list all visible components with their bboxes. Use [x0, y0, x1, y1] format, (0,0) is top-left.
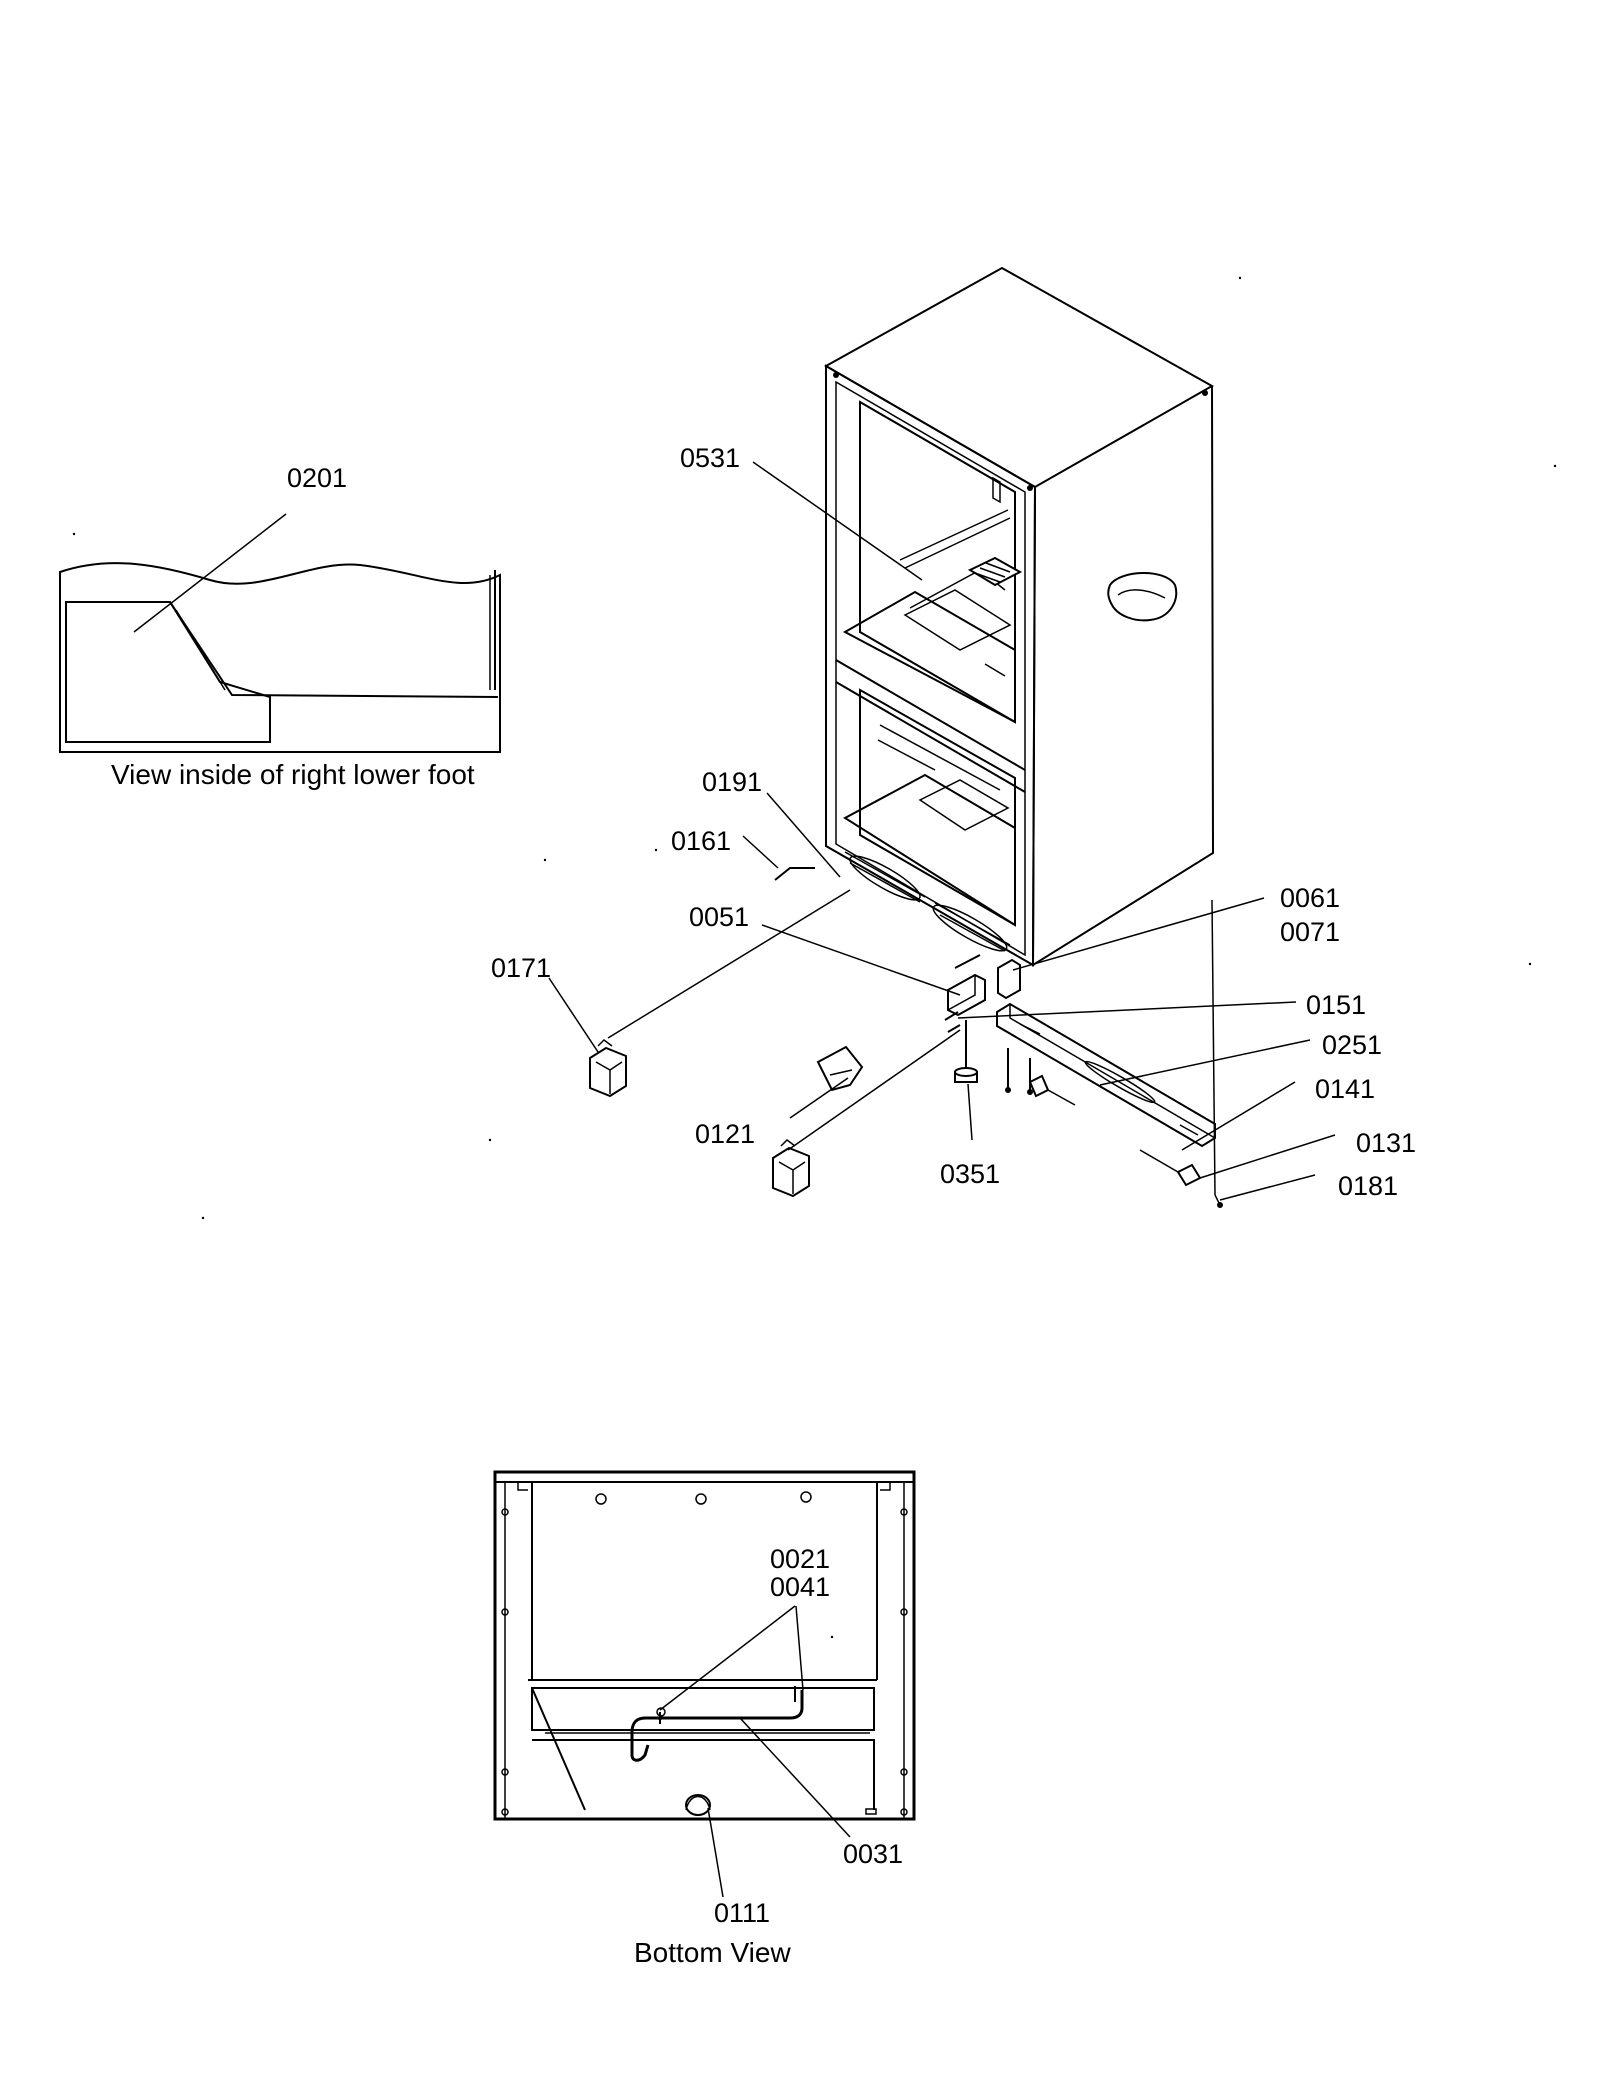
callout-0161: 0161	[671, 826, 731, 856]
callout-0071: 0071	[1280, 917, 1340, 947]
kick-plate-0251	[996, 1002, 1216, 1148]
callout-0021: 0021	[770, 1544, 830, 1574]
caption-inset: View inside of right lower foot	[111, 759, 475, 790]
callout-0531: 0531	[680, 443, 740, 473]
callout-0111: 0111	[714, 1898, 770, 1928]
callout-0141: 0141	[1315, 1074, 1375, 1104]
callout-0151: 0151	[1306, 990, 1366, 1020]
callout-0051: 0051	[689, 902, 749, 932]
callout-0251: 0251	[1322, 1030, 1382, 1060]
foot-left-0171	[589, 1039, 627, 1098]
callout-0351: 0351	[940, 1159, 1000, 1189]
callout-0201: 0201	[287, 463, 347, 493]
callout-0121: 0121	[695, 1119, 755, 1149]
callout-0191: 0191	[702, 767, 762, 797]
callout-0131: 0131	[1356, 1128, 1416, 1158]
scan-specks	[72, 276, 1557, 1639]
leader-lines-bottom	[659, 1605, 851, 1898]
bottom-view	[493, 1470, 916, 1821]
callout-0041: 0041	[770, 1572, 830, 1602]
caption-bottom-view: Bottom View	[634, 1937, 791, 1968]
foot-right	[772, 1139, 810, 1198]
screws	[774, 867, 981, 1033]
refrigerator-cabinet	[823, 266, 1215, 967]
bracket-0121	[816, 1045, 864, 1092]
callout-0031: 0031	[843, 1839, 903, 1869]
callout-0171: 0171	[491, 953, 551, 983]
leader-lines-main	[548, 461, 1336, 1208]
leader-0201	[133, 513, 287, 633]
callout-0061: 0061	[1280, 883, 1340, 913]
leveling-leg-0351	[954, 1020, 978, 1083]
inset-right-lower-foot	[59, 562, 501, 753]
callout-0181: 0181	[1338, 1171, 1398, 1201]
